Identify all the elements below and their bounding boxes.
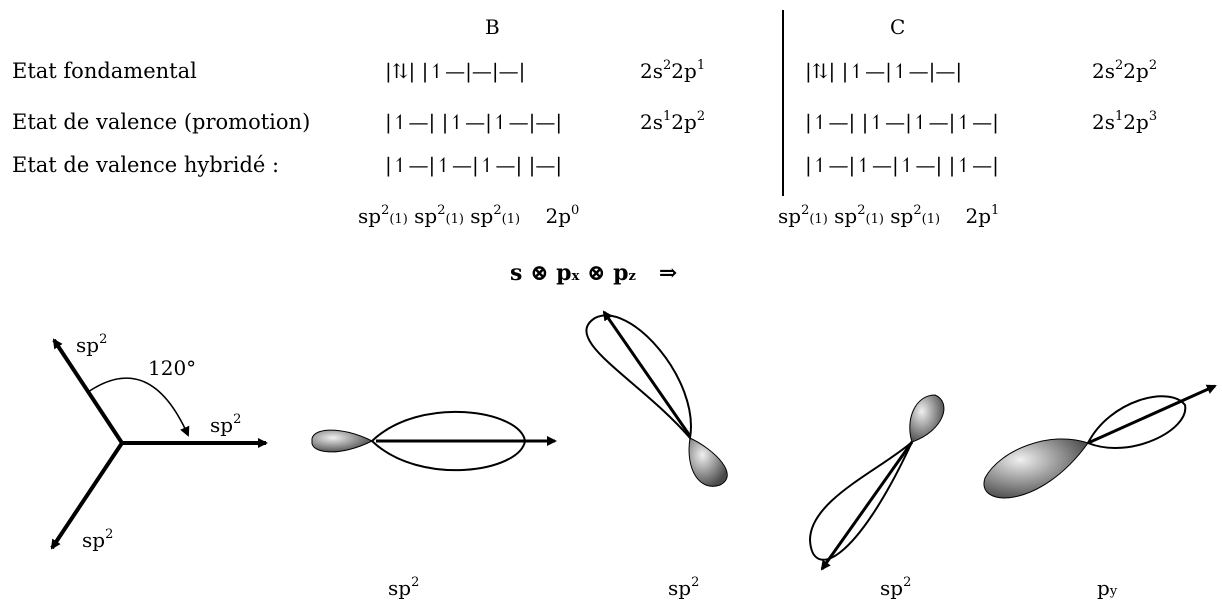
caption-orbital-3: sp2 — [880, 578, 911, 598]
sp2-orbital-horizontal — [312, 412, 555, 470]
sp2-orbital-downleft — [810, 395, 944, 569]
caption-orbital-2: sp2 — [668, 578, 699, 598]
angle-arc — [88, 378, 188, 435]
sp2-orbital-upleft — [586, 312, 727, 486]
caption-orbital-1: sp2 — [388, 578, 419, 598]
py-orbital — [984, 386, 1215, 498]
trigonal-label-right: sp2 — [210, 415, 241, 435]
caption-orbital-4: py — [1097, 578, 1117, 598]
trigonal-label-up: sp2 — [76, 335, 107, 355]
angle-label: 120° — [148, 358, 196, 378]
trigonal-label-down: sp2 — [82, 530, 113, 550]
